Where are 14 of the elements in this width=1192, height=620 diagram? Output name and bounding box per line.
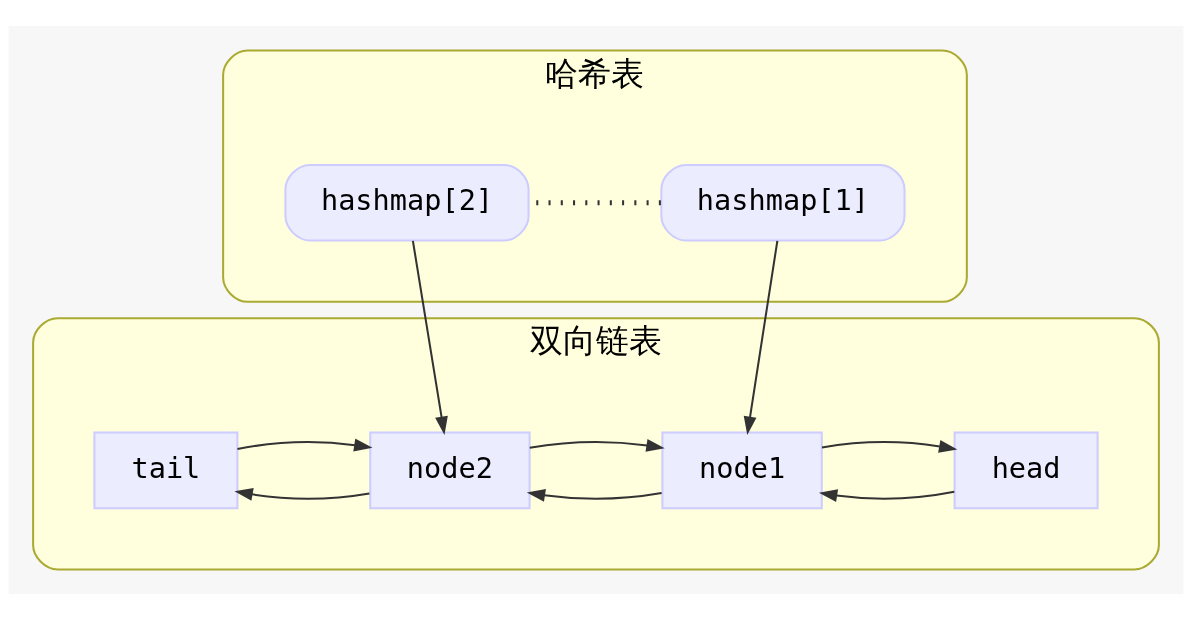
node-box: hashmap[2]: [284, 163, 530, 242]
node-box: node1: [661, 431, 823, 510]
node-box: node2: [369, 431, 531, 510]
arrow: [411, 240, 448, 435]
arrow: [821, 439, 958, 453]
arrow: [818, 489, 955, 502]
node-box: hashmap[1]: [660, 163, 906, 242]
arrow: [529, 439, 665, 452]
node-box: head: [953, 431, 1099, 510]
arrow: [237, 438, 373, 452]
arrow: [234, 488, 370, 501]
arrow: [526, 488, 662, 502]
node-box: tail: [93, 431, 239, 510]
arrow: [743, 240, 779, 435]
